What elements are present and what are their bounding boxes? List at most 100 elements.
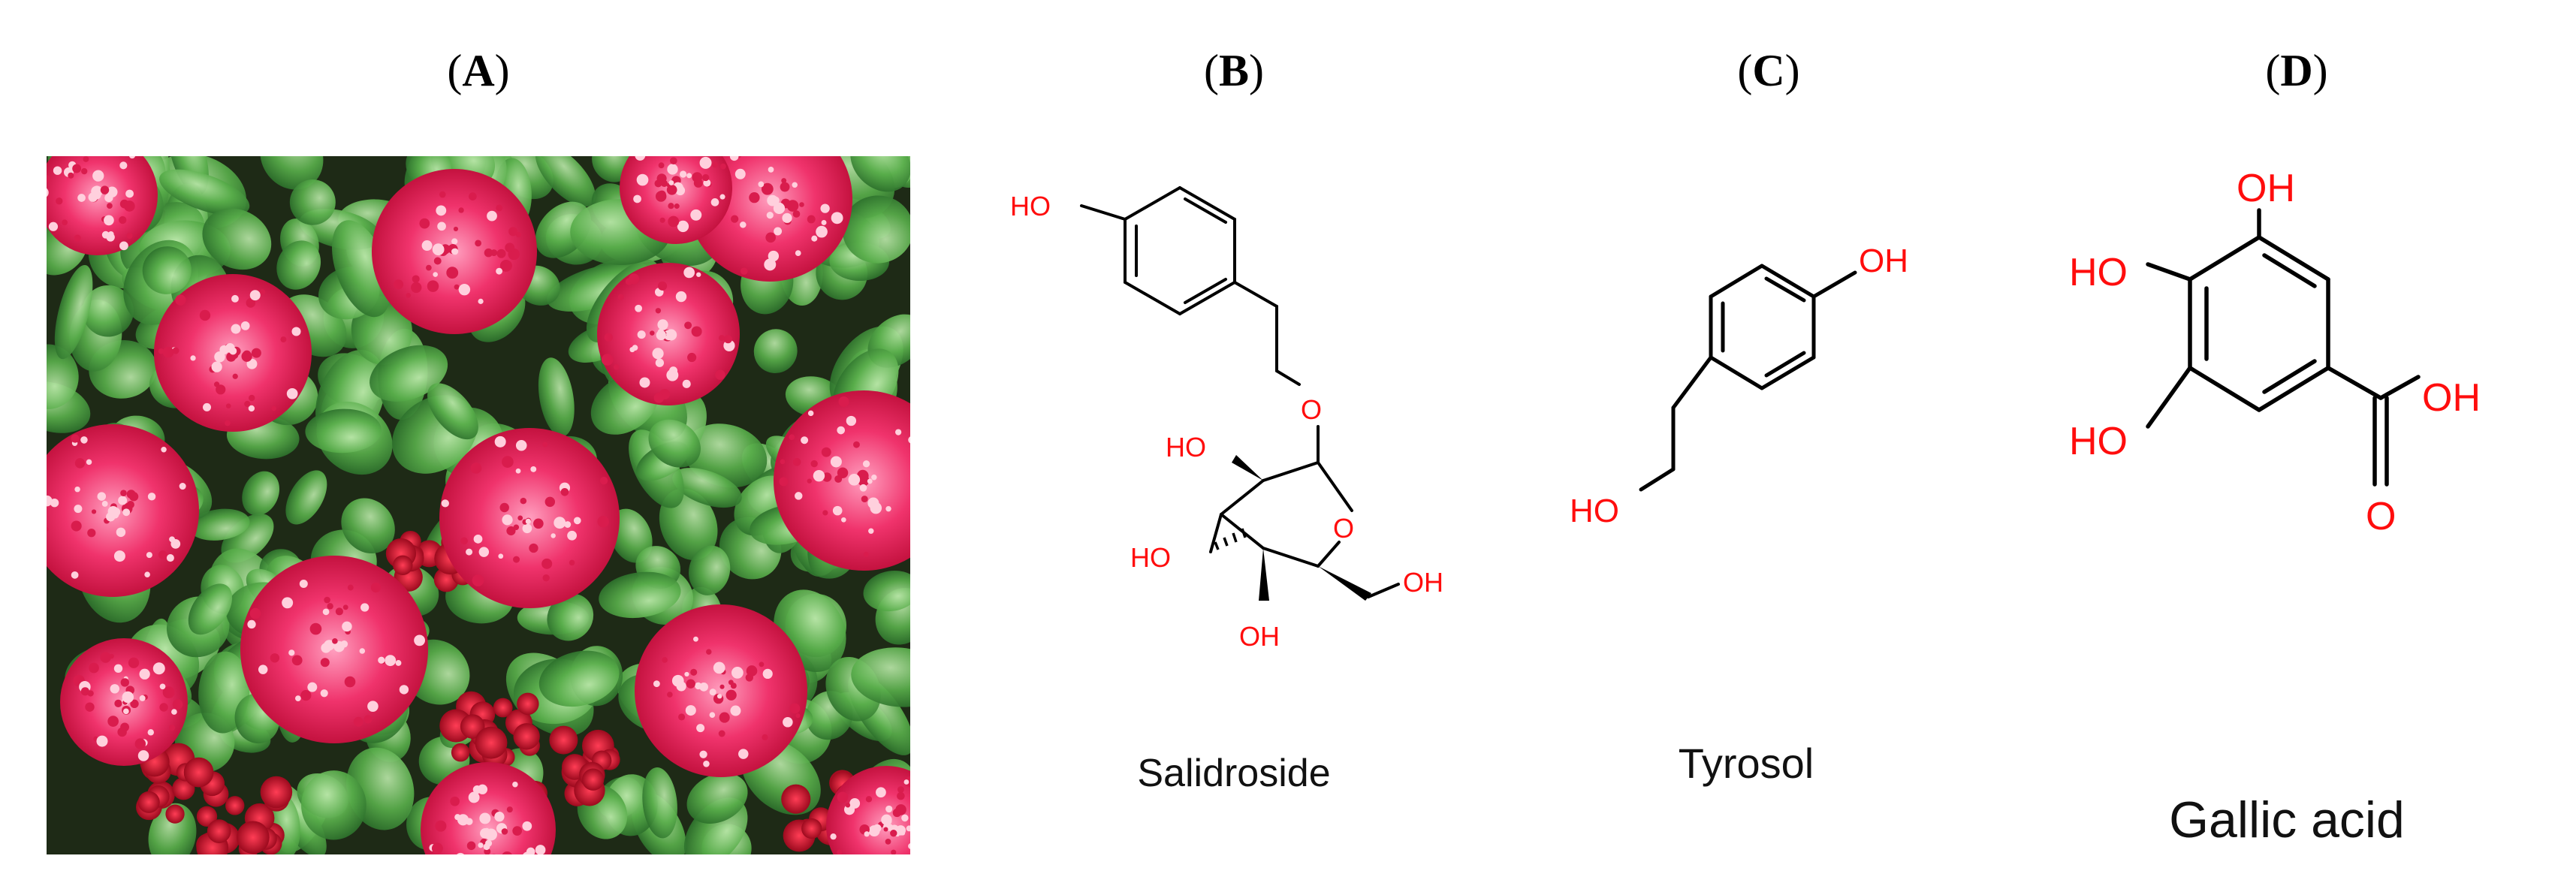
flower-floret bbox=[109, 653, 114, 659]
flower-floret bbox=[906, 825, 910, 832]
flower-floret bbox=[506, 806, 513, 813]
flower-floret bbox=[690, 138, 700, 148]
flower-floret bbox=[161, 446, 167, 453]
flower-floret bbox=[740, 267, 748, 275]
flower-floret bbox=[868, 528, 874, 534]
flower-floret bbox=[162, 686, 175, 699]
flower-floret bbox=[494, 812, 505, 822]
flower-floret bbox=[359, 648, 366, 654]
flower-floret bbox=[897, 791, 905, 800]
leaf-shape bbox=[609, 508, 653, 563]
flower-floret bbox=[309, 622, 322, 635]
flower-floret bbox=[780, 459, 786, 465]
salidroside-atom-oh-ch2: OH bbox=[1403, 567, 1443, 598]
flower-floret bbox=[106, 233, 115, 242]
flower-floret bbox=[89, 662, 99, 674]
flower-floret bbox=[895, 825, 906, 836]
flower-floret bbox=[667, 692, 673, 698]
flower-floret bbox=[655, 143, 665, 153]
flower-floret bbox=[542, 574, 550, 582]
flower-floret bbox=[505, 243, 515, 253]
flower-floret bbox=[460, 537, 468, 545]
flower-head bbox=[240, 556, 428, 743]
flower-floret bbox=[719, 712, 730, 723]
flower-floret bbox=[653, 393, 665, 403]
flower-floret bbox=[502, 456, 514, 468]
flower-floret bbox=[687, 352, 697, 363]
flower-floret bbox=[746, 665, 758, 677]
flower-floret bbox=[74, 234, 81, 242]
flower-floret bbox=[493, 862, 502, 870]
flower-floret bbox=[629, 273, 640, 285]
flower-floret bbox=[846, 415, 857, 426]
flower-floret bbox=[685, 705, 696, 716]
flower-floret bbox=[119, 156, 125, 158]
flower-floret bbox=[100, 185, 110, 194]
flower-floret bbox=[100, 652, 111, 663]
leaf-shape bbox=[301, 770, 366, 840]
flower-floret bbox=[118, 496, 128, 505]
panel-label-c: (C) bbox=[1737, 46, 1799, 95]
flower-head bbox=[421, 762, 556, 854]
flower-floret bbox=[867, 497, 879, 509]
leaf-shape bbox=[547, 593, 594, 641]
flower-floret bbox=[908, 436, 910, 444]
flower-floret bbox=[96, 735, 108, 747]
flower-floret bbox=[719, 163, 726, 170]
flower-floret bbox=[478, 842, 484, 848]
flower-floret bbox=[758, 181, 765, 188]
flower-floret bbox=[172, 699, 183, 710]
flower-floret bbox=[526, 847, 535, 854]
flower-floret bbox=[110, 684, 120, 694]
flower-floret bbox=[686, 679, 695, 689]
flower-floret bbox=[799, 202, 804, 207]
flower-floret bbox=[635, 304, 643, 312]
flower-floret bbox=[525, 518, 531, 525]
leaf-shape bbox=[188, 583, 233, 635]
leaf-shape bbox=[202, 208, 272, 270]
flower-floret bbox=[933, 824, 940, 830]
flower-floret bbox=[101, 501, 108, 507]
flower-floret bbox=[670, 157, 677, 164]
flower-floret bbox=[522, 821, 532, 831]
flower-floret bbox=[496, 249, 506, 258]
flower-floret bbox=[690, 209, 702, 221]
flower-floret bbox=[535, 845, 546, 854]
flower-floret bbox=[764, 258, 777, 271]
flower-floret bbox=[113, 550, 125, 562]
flower-floret bbox=[466, 841, 476, 851]
flower-floret bbox=[821, 219, 827, 225]
flower-floret bbox=[811, 235, 818, 242]
flower-floret bbox=[761, 182, 774, 195]
flower-floret bbox=[731, 667, 744, 679]
flower-floret bbox=[529, 543, 538, 553]
flower-floret bbox=[686, 173, 692, 179]
flower-floret bbox=[632, 345, 638, 351]
flower-floret bbox=[759, 661, 765, 668]
flower-floret bbox=[890, 829, 897, 837]
flower-floret bbox=[453, 226, 459, 231]
flower-floret bbox=[122, 508, 131, 517]
flower-floret bbox=[530, 466, 537, 472]
flower-floret bbox=[432, 243, 445, 256]
leaf-shape bbox=[189, 508, 250, 541]
flower-floret bbox=[786, 200, 799, 212]
flower-floret bbox=[93, 191, 101, 200]
red-bud bbox=[781, 784, 811, 814]
flower-floret bbox=[249, 607, 261, 619]
flower-floret bbox=[696, 148, 702, 154]
flower-floret bbox=[868, 825, 880, 837]
flower-floret bbox=[650, 330, 655, 336]
leaf-shape bbox=[686, 773, 748, 824]
flower-floret bbox=[657, 281, 668, 291]
flower-floret bbox=[501, 828, 508, 835]
flower-floret bbox=[668, 203, 674, 209]
flower-floret bbox=[891, 849, 897, 854]
red-bud bbox=[225, 796, 245, 815]
flower-floret bbox=[789, 434, 795, 441]
flower-floret bbox=[601, 354, 614, 366]
flower-floret bbox=[134, 738, 146, 749]
flower-floret bbox=[677, 220, 689, 233]
red-bud bbox=[237, 821, 270, 854]
flower-floret bbox=[792, 458, 801, 466]
